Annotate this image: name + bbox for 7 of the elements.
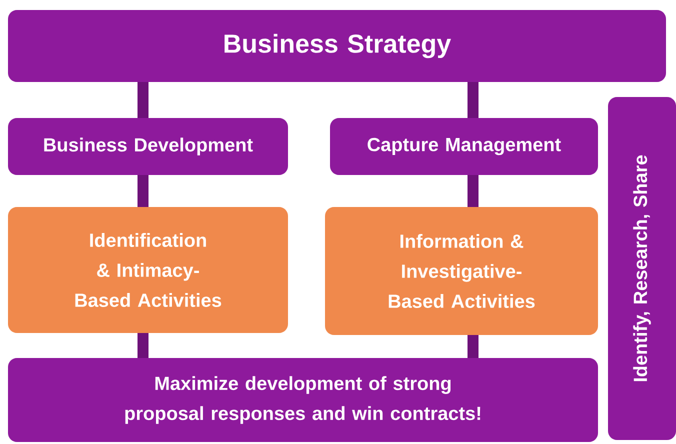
process-box: Capture Management [330,118,598,175]
activity-box: Identification & Intimacy-Based Activities [8,207,288,333]
side-banner: Identify, Research, Share [608,97,676,440]
process-box: Business Strategy [8,10,666,82]
process-box: Maximize development of strong proposal responses and win contracts! [8,358,598,442]
process-box: Business Development [8,118,288,175]
activity-box: Information & Investigative-Based Activities [325,207,598,335]
